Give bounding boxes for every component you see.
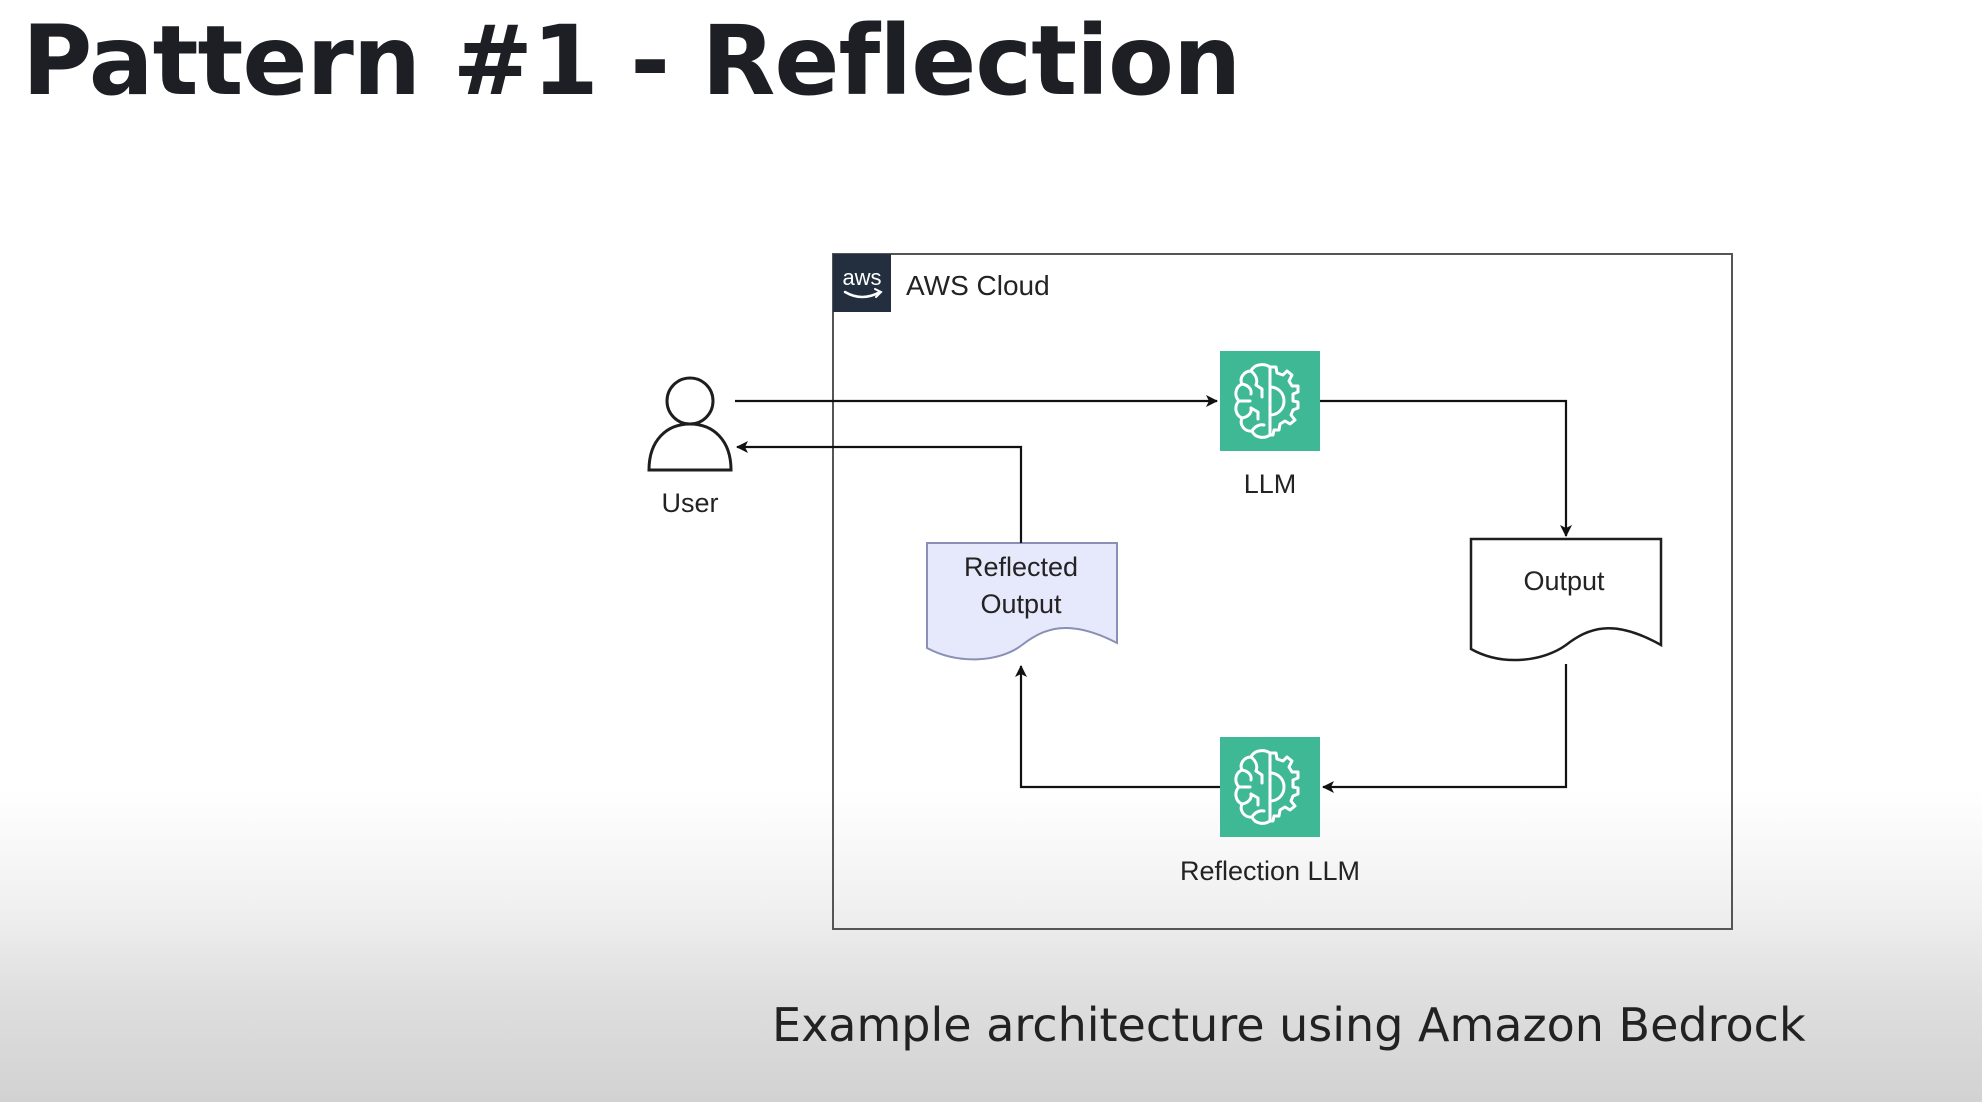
llm-icon bbox=[1218, 349, 1322, 453]
slide-title: Pattern #1 - Reflection bbox=[22, 5, 1241, 117]
slide-caption: Example architecture using Amazon Bedroc… bbox=[772, 998, 1806, 1052]
arrow-llm-to-output bbox=[1320, 399, 1572, 537]
llm-label: LLM bbox=[1244, 469, 1297, 499]
reflected-output-document bbox=[926, 542, 1118, 661]
reflection-llm-icon bbox=[1218, 735, 1322, 839]
user-label: User bbox=[661, 488, 718, 518]
aws-cloud-group bbox=[832, 253, 1733, 930]
arrow-reflected-output-to-user bbox=[736, 441, 1023, 543]
arrow-output-to-reflection-llm bbox=[1322, 664, 1568, 793]
arrow-reflection-llm-to-reflected-output bbox=[1015, 665, 1220, 789]
reflection-llm-label: Reflection LLM bbox=[1180, 856, 1360, 886]
aws-logo-text: aws bbox=[842, 265, 881, 290]
output-document bbox=[1469, 537, 1663, 662]
output-label: Output bbox=[1523, 566, 1605, 596]
aws-logo-icon: aws bbox=[833, 254, 891, 312]
reflected-output-label-line1: Reflected bbox=[964, 552, 1078, 582]
aws-cloud-label: AWS Cloud bbox=[906, 270, 1050, 301]
reflected-output-label-line2: Output bbox=[980, 589, 1062, 619]
user-icon bbox=[647, 376, 733, 472]
